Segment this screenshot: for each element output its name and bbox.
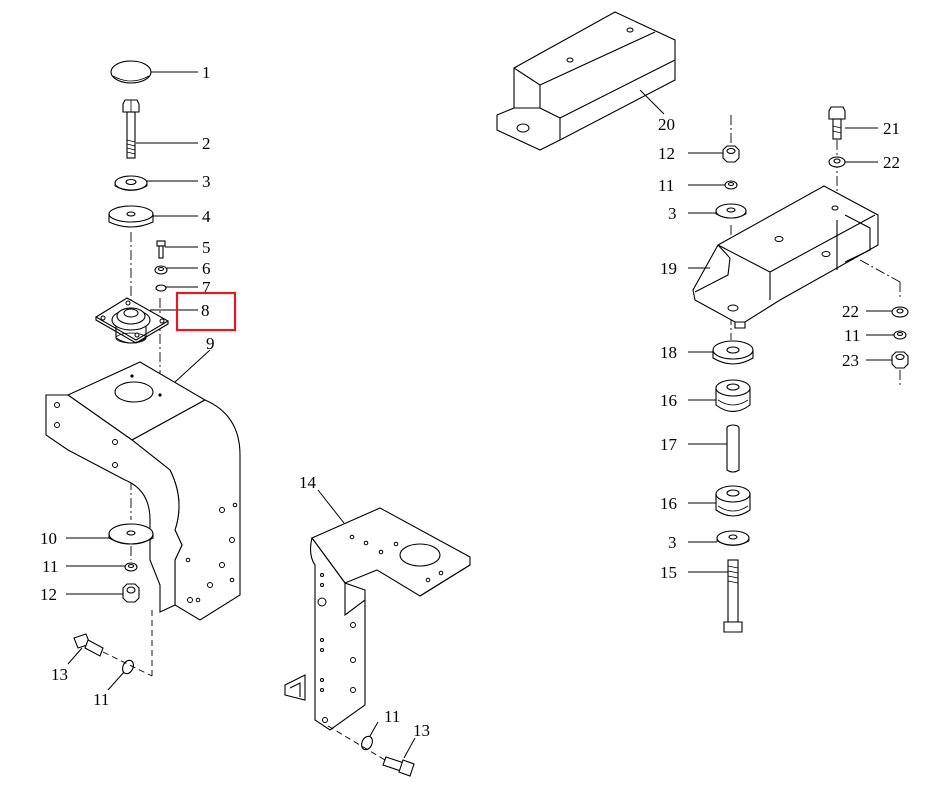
part-8-rubber-mount [94, 297, 170, 344]
part-12-nut-a [122, 583, 140, 603]
part-11-washer-b [122, 659, 134, 675]
callout-6: 6 [202, 259, 211, 278]
callout-19: 19 [660, 259, 677, 278]
part-11-washer-a [124, 562, 138, 572]
callout-8: 8 [201, 301, 210, 320]
part-11-washer-c [361, 735, 373, 751]
callout-18: 18 [660, 343, 677, 362]
part-16-bushing-a [715, 379, 751, 413]
part-11-washer-d [724, 180, 738, 190]
callout-12-a: 12 [40, 585, 57, 604]
part-6-nut [154, 265, 168, 275]
part-19-mount-bracket [692, 185, 879, 329]
part-13-bolt-b [382, 756, 415, 777]
part-15-bolt [723, 559, 743, 633]
callout-11-a: 11 [42, 557, 58, 576]
part-7-washer [155, 284, 167, 292]
callout-22-a: 22 [883, 153, 900, 172]
part-22-washer-a [828, 156, 846, 168]
callout-11-d: 11 [658, 176, 674, 195]
part-1-cap [110, 60, 152, 84]
part-3-washer [114, 175, 148, 191]
part-22-washer-b [891, 306, 909, 318]
part-5-screw [156, 240, 166, 259]
part-17-sleeve [726, 424, 740, 473]
highlight-box [175, 291, 237, 332]
callout-13-a: 13 [51, 665, 68, 684]
callout-9: 9 [206, 334, 215, 353]
callout-3-b: 3 [668, 204, 677, 223]
callout-13-b: 13 [413, 721, 430, 740]
part-9-bracket [45, 361, 241, 621]
callout-23: 23 [842, 351, 859, 370]
callout-20: 20 [658, 115, 675, 134]
callout-12-b: 12 [658, 144, 675, 163]
callout-1: 1 [202, 63, 211, 82]
callout-22-b: 22 [842, 302, 859, 321]
part-23-nut [891, 351, 909, 369]
callout-21: 21 [883, 119, 900, 138]
part-3-washer-c [716, 530, 750, 546]
part-21-bolt [828, 106, 846, 140]
callout-labels: 1 2 3 4 5 6 7 8 9 10 11 12 13 11 14 11 1… [40, 63, 900, 740]
part-18-plate [712, 340, 754, 365]
callout-10: 10 [40, 529, 57, 548]
callout-17: 17 [660, 435, 678, 454]
callout-16-b: 16 [660, 494, 677, 513]
part-14-bracket [284, 507, 471, 731]
part-2-bolt [122, 99, 140, 159]
callout-11-e: 11 [844, 326, 860, 345]
callout-7: 7 [202, 278, 211, 297]
callout-3-c: 3 [668, 533, 677, 552]
part-3-washer-b [715, 203, 747, 219]
part-16-bushing-b [715, 485, 751, 517]
callout-14: 14 [299, 473, 317, 492]
callout-16-a: 16 [660, 391, 677, 410]
part-20-cover [496, 11, 676, 151]
callout-2: 2 [202, 134, 211, 153]
part-13-bolt-a [73, 633, 104, 657]
part-10-plate [108, 523, 154, 545]
part-11-washer-e [893, 330, 907, 340]
callout-11-b: 11 [93, 690, 109, 709]
part-12-nut-b [722, 145, 740, 163]
callout-15: 15 [660, 563, 677, 582]
callout-5: 5 [202, 238, 211, 257]
callout-4: 4 [202, 207, 211, 226]
callout-3: 3 [202, 172, 211, 191]
callout-11-c: 11 [384, 707, 400, 726]
part-4-plate [108, 205, 154, 228]
leader-lines [66, 71, 894, 759]
